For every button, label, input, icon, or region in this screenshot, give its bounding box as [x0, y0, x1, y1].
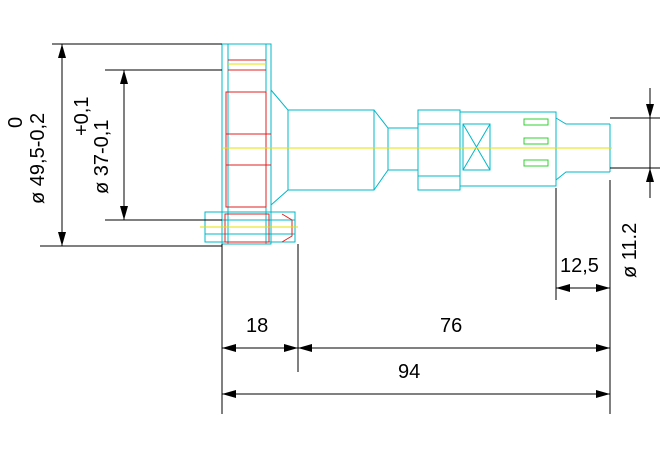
dim-flange-offset — [222, 344, 298, 352]
label-tip-length: 12,5 — [560, 255, 599, 277]
label-bore-upper-tol: +0,1 — [71, 97, 93, 136]
label-flange-offset: 18 — [246, 315, 268, 337]
label-tip-diameter: ø 11.2 — [619, 223, 641, 278]
part-outline — [204, 43, 611, 245]
slot-marks — [523, 118, 549, 167]
label-bore-diameter: ø 37-0,1 — [91, 120, 113, 194]
dim-body-length — [298, 344, 610, 352]
center-lines — [200, 63, 612, 228]
label-total-length: 94 — [398, 361, 420, 383]
extension-lines — [40, 43, 660, 414]
dim-bore-diameter — [120, 70, 128, 220]
label-flange-upper-tol: 0 — [5, 117, 27, 128]
label-body-length: 76 — [440, 315, 462, 337]
dim-tip-diameter — [646, 88, 654, 198]
dim-total-length — [222, 390, 610, 398]
section-lines — [224, 59, 293, 243]
dim-flange-diameter — [58, 44, 66, 246]
dim-tip-length — [556, 284, 610, 292]
label-flange-diameter: ø 49,5-0,2 — [27, 113, 49, 204]
